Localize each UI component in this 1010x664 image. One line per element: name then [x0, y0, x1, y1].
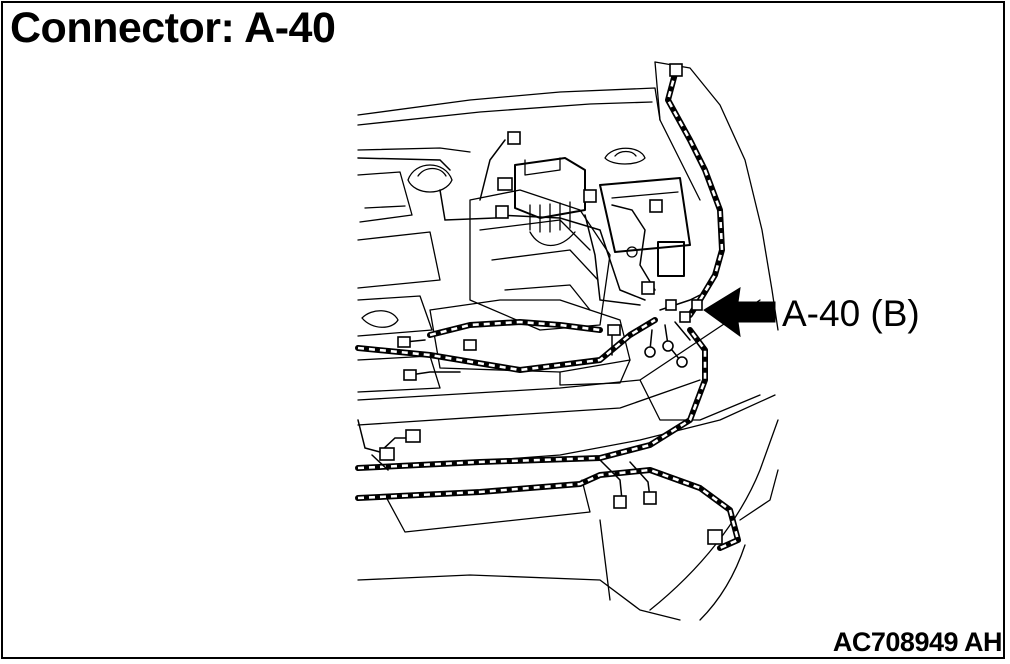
connectors [379, 63, 723, 545]
arrow-left-icon [703, 287, 776, 338]
figure-code: AC708949 AH [832, 627, 1003, 657]
engine-block [429, 189, 631, 386]
strut-caps [407, 147, 646, 193]
front-bumper [357, 394, 779, 621]
cowl-and-fender [357, 147, 471, 393]
page-title: Connector: A-40 [10, 4, 336, 52]
wiring-harness [355, 67, 741, 551]
radiator-support [357, 299, 761, 426]
connector-callout-label: A-40 (B) [782, 293, 920, 334]
relay-box [514, 157, 586, 246]
battery [599, 177, 691, 277]
hood-outline [357, 61, 779, 331]
